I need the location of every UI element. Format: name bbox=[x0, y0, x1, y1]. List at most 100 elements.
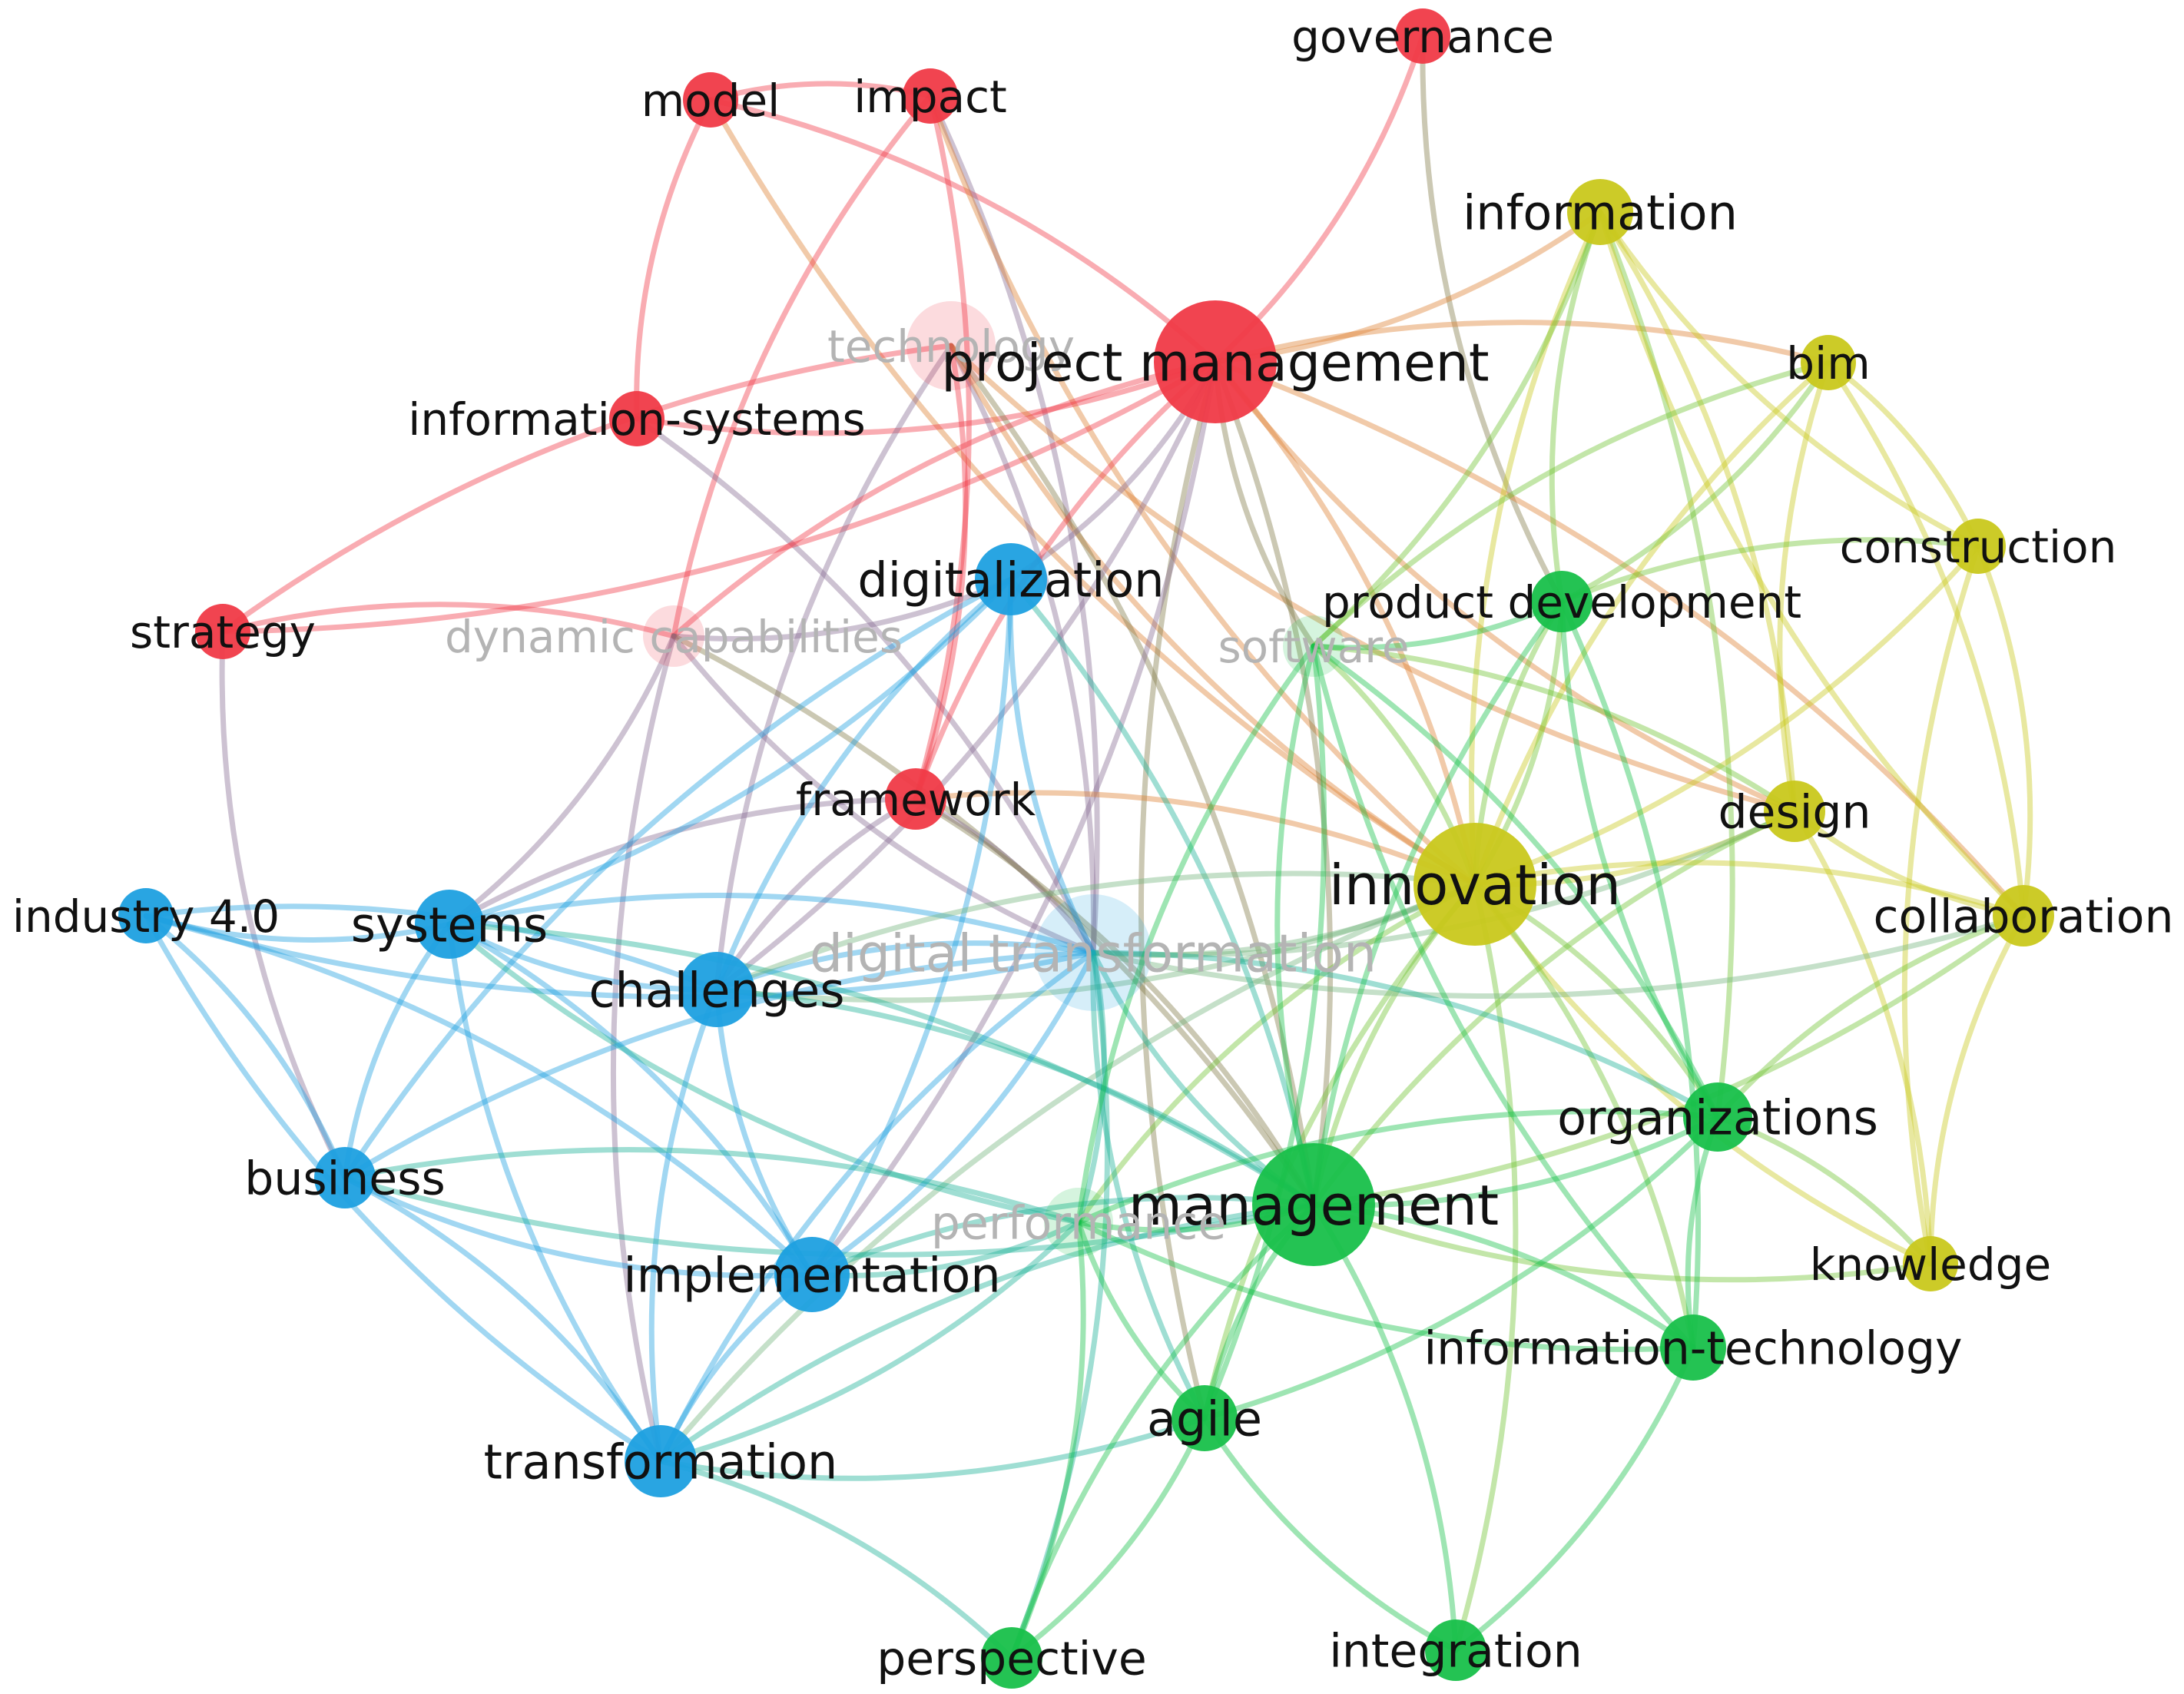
edge-technology-digital-transformation bbox=[948, 343, 1096, 956]
node-management[interactable] bbox=[1252, 1143, 1375, 1266]
node-project-management[interactable] bbox=[1154, 300, 1277, 423]
node-agile[interactable] bbox=[1172, 1385, 1238, 1451]
edge-software-information-technology bbox=[1311, 643, 1696, 1351]
edge-knowledge-management bbox=[1311, 1202, 1934, 1283]
edge-transformation-management bbox=[658, 1202, 1317, 1464]
node-transformation[interactable] bbox=[625, 1425, 697, 1497]
node-design[interactable] bbox=[1764, 781, 1825, 842]
edge-information-innovation bbox=[1468, 209, 1603, 887]
edge-digital-transformation-organizations bbox=[1090, 950, 1721, 1120]
label-information-technology: information-technology bbox=[1423, 1322, 1962, 1376]
node-governance[interactable] bbox=[1395, 8, 1450, 64]
label-dynamic-capabilities: dynamic capabilities bbox=[445, 611, 903, 663]
node-collaboration[interactable] bbox=[1993, 885, 2054, 946]
edge-product-development-organizations bbox=[1559, 598, 1721, 1120]
node-digital-transformation[interactable] bbox=[1035, 894, 1152, 1011]
node-challenges[interactable] bbox=[679, 952, 754, 1027]
label-construction: construction bbox=[1840, 521, 2117, 573]
node-systems[interactable] bbox=[415, 890, 484, 959]
edge-project-management-management bbox=[1212, 359, 1334, 1208]
node-software[interactable] bbox=[1283, 615, 1344, 677]
edge-organizations-performance bbox=[1075, 1109, 1721, 1225]
label-framework: framework bbox=[796, 774, 1036, 826]
edge-systems-digital-transformation bbox=[446, 893, 1096, 956]
edge-project-management-design bbox=[1212, 359, 1798, 814]
node-model[interactable] bbox=[683, 72, 738, 128]
label-software: software bbox=[1218, 621, 1409, 673]
edge-framework-digital-transformation bbox=[913, 796, 1096, 956]
edge-project-management-implementation bbox=[809, 359, 1218, 1278]
node-framework[interactable] bbox=[885, 768, 946, 830]
node-impact[interactable] bbox=[903, 68, 958, 124]
edge-organizations-agile bbox=[1201, 1114, 1721, 1421]
node-business[interactable] bbox=[314, 1147, 376, 1208]
edge-industry-4-0-systems bbox=[143, 913, 452, 943]
edge-challenges-digital-transformation bbox=[714, 940, 1096, 993]
label-agile: agile bbox=[1147, 1391, 1262, 1447]
edge-organizations-information-technology bbox=[1685, 1114, 1721, 1351]
edge-project-management-innovation bbox=[1212, 359, 1478, 887]
edge-digitalization-business bbox=[342, 576, 1014, 1181]
edge-project-management-dynamic-capabilities bbox=[671, 359, 1218, 639]
node-strategy[interactable] bbox=[195, 604, 250, 659]
node-bim[interactable] bbox=[1801, 335, 1856, 390]
edge-information-product-development bbox=[1549, 209, 1603, 605]
label-knowledge: knowledge bbox=[1810, 1238, 2051, 1291]
label-systems: systems bbox=[351, 897, 548, 953]
node-industry-4-0[interactable] bbox=[118, 888, 174, 943]
edge-dynamic-capabilities-systems bbox=[446, 633, 677, 927]
edge-strategy-project-management bbox=[220, 359, 1218, 635]
node-organizations[interactable] bbox=[1683, 1082, 1752, 1152]
edge-digitalization-challenges bbox=[714, 576, 1014, 993]
edge-digitalization-digital-transformation bbox=[1007, 576, 1096, 956]
edge-design-software bbox=[1311, 643, 1798, 814]
edge-innovation-transformation bbox=[658, 881, 1478, 1464]
edge-bim-software bbox=[1311, 360, 1831, 649]
node-product-development[interactable] bbox=[1531, 571, 1592, 632]
node-perspective[interactable] bbox=[981, 1627, 1042, 1689]
edge-implementation-management bbox=[809, 1195, 1317, 1278]
label-technology: technology bbox=[827, 320, 1075, 373]
edge-information-construction bbox=[1597, 209, 1981, 549]
edge-dynamic-capabilities-digitalization bbox=[671, 576, 1014, 642]
node-information-technology[interactable] bbox=[1660, 1314, 1726, 1381]
edge-collaboration-knowledge bbox=[1927, 913, 2027, 1267]
edge-innovation-performance bbox=[1075, 881, 1478, 1225]
node-digitalization[interactable] bbox=[975, 543, 1047, 615]
node-information[interactable] bbox=[1567, 179, 1633, 245]
edge-information-organizations bbox=[1597, 209, 1735, 1120]
edge-digital-transformation-transformation bbox=[658, 950, 1096, 1464]
label-strategy: strategy bbox=[130, 606, 316, 658]
node-performance[interactable] bbox=[1044, 1188, 1113, 1257]
edge-management-perspective bbox=[1009, 1202, 1317, 1661]
edge-information-software bbox=[1311, 209, 1603, 649]
edge-governance-product-development bbox=[1420, 33, 1565, 605]
edge-model-information-systems bbox=[634, 97, 714, 422]
label-challenges: challenges bbox=[588, 962, 844, 1018]
edge-project-management-challenges bbox=[714, 359, 1218, 993]
edge-digitalization-systems bbox=[446, 576, 1014, 927]
edge-layer bbox=[143, 33, 2033, 1661]
label-digital-transformation: digital transformation bbox=[810, 923, 1377, 984]
node-dynamic-capabilities[interactable] bbox=[643, 605, 704, 667]
edge-digitalization-management bbox=[1008, 576, 1317, 1208]
node-innovation[interactable] bbox=[1413, 823, 1536, 946]
edge-information-collaboration bbox=[1597, 209, 2027, 919]
edge-project-management-bim bbox=[1212, 320, 1831, 366]
node-information-systems[interactable] bbox=[609, 391, 664, 446]
node-technology[interactable] bbox=[906, 301, 996, 390]
label-project-management: project management bbox=[941, 333, 1489, 393]
node-implementation[interactable] bbox=[774, 1237, 850, 1312]
edge-framework-systems bbox=[446, 796, 919, 927]
edge-business-performance bbox=[342, 1147, 1082, 1225]
node-integration[interactable] bbox=[1425, 1619, 1486, 1681]
node-knowledge[interactable] bbox=[1903, 1236, 1958, 1291]
edge-construction-collaboration bbox=[1975, 543, 2033, 919]
node-construction[interactable] bbox=[1950, 519, 2006, 574]
label-organizations: organizations bbox=[1557, 1089, 1878, 1145]
edge-challenges-implementation bbox=[714, 986, 815, 1278]
edge-technology-framework bbox=[913, 343, 969, 802]
edge-model-innovation bbox=[708, 97, 1478, 887]
edge-digital-transformation-agile bbox=[1090, 950, 1208, 1421]
